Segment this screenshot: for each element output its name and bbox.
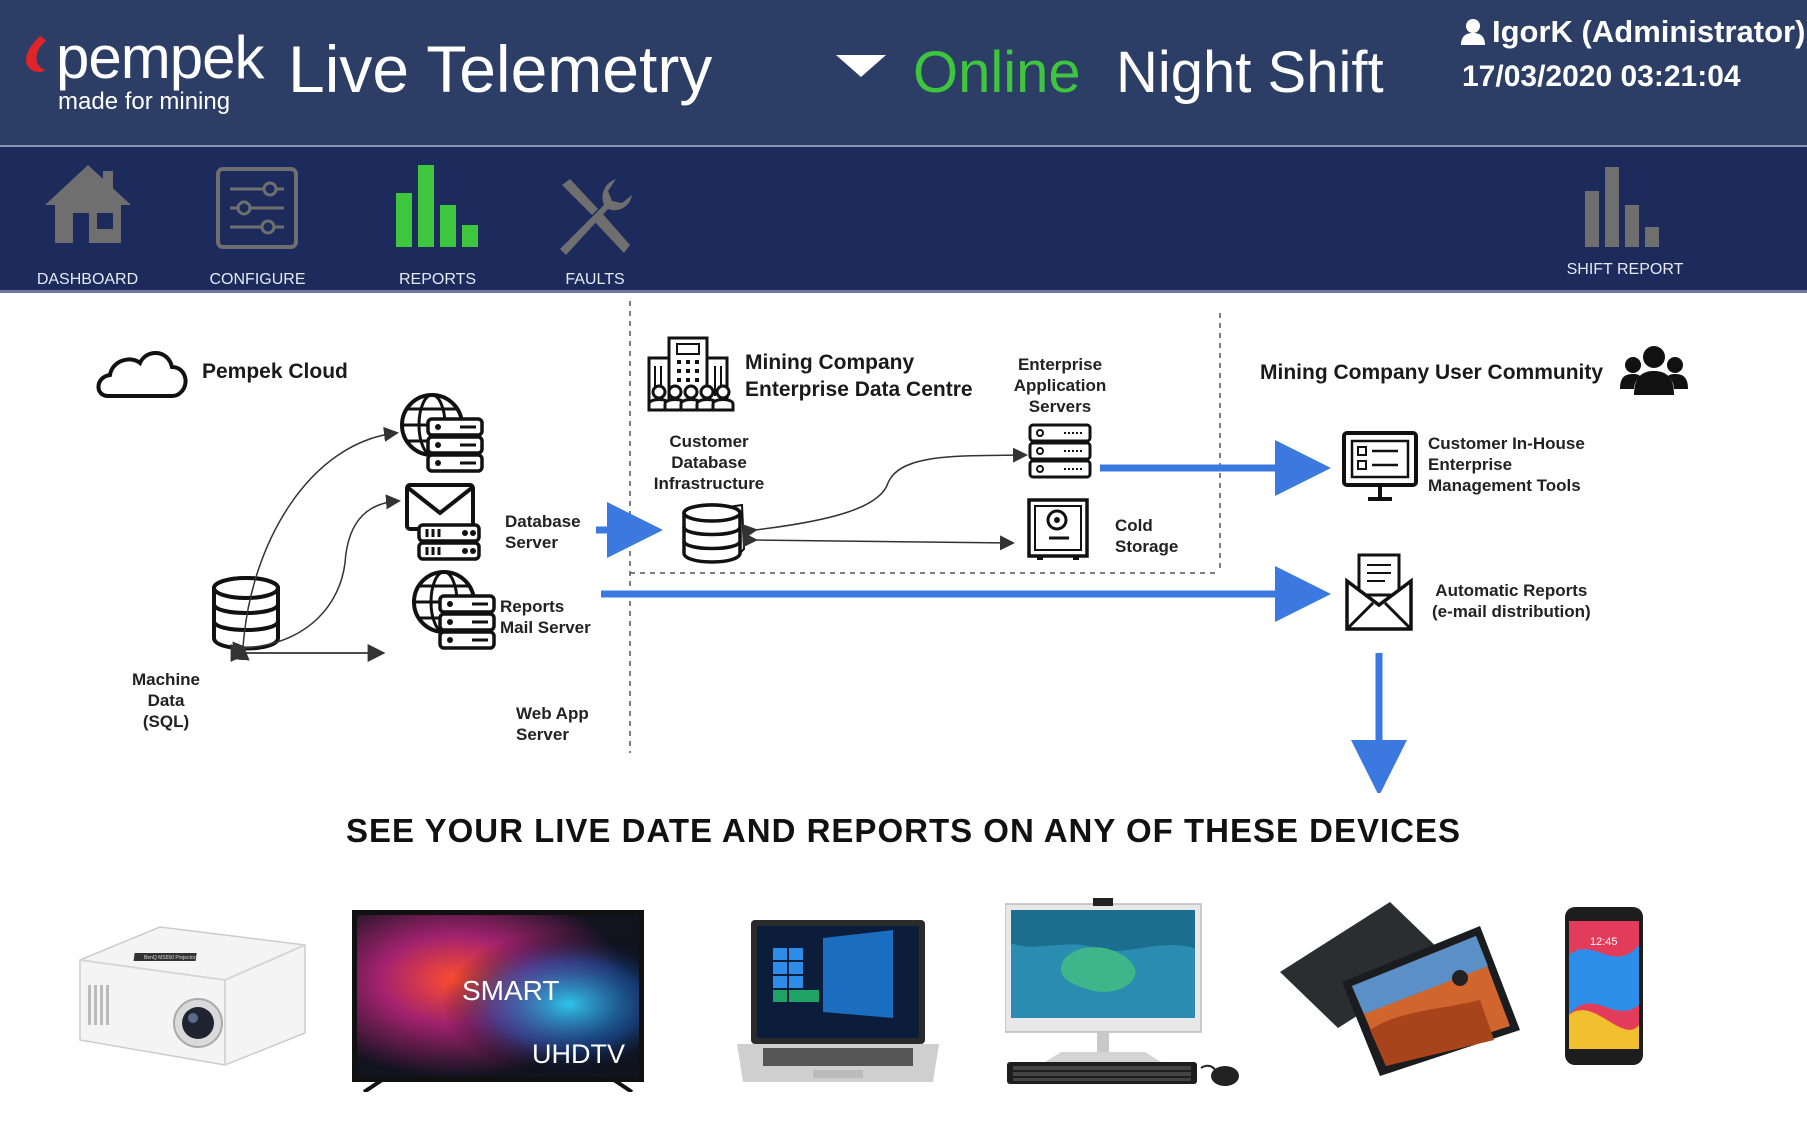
- toolbar-dashboard-button[interactable]: DASHBOARD: [30, 147, 145, 290]
- customer-database-icon: [682, 503, 746, 564]
- building-icon: [647, 336, 735, 412]
- management-tools-label-line: Enterprise: [1428, 455, 1513, 474]
- enterprise-app-servers-label: Enterprise Application Servers: [1000, 354, 1120, 417]
- customer-database-label-line: Database: [671, 453, 747, 472]
- machine-data-db-icon: [212, 576, 280, 651]
- sliders-icon: [216, 167, 298, 249]
- safe-icon: [1027, 498, 1089, 560]
- desktop-computer-image: [1005, 898, 1239, 1086]
- database-server-label-line: Database: [505, 512, 581, 531]
- web-app-server-label-line: Server: [516, 725, 569, 744]
- architecture-diagram: Pempek Cloud Database Server Reports Mai…: [0, 293, 1807, 893]
- database-server-label-line: Server: [505, 533, 558, 552]
- main-toolbar: DASHBOARD CONFIGURE REPORTS FAULTS: [0, 145, 1807, 293]
- enterprise-app-servers-label-line: Application: [1013, 376, 1107, 395]
- toolbar-dashboard-label: DASHBOARD: [36, 271, 139, 288]
- monitor-icon: [1342, 431, 1418, 501]
- user-icon: [1461, 19, 1485, 45]
- toolbar-configure-label: CONFIGURE: [209, 271, 306, 288]
- current-datetime: 17/03/2020 03:21:04: [1462, 60, 1741, 93]
- smart-tv-image: SMART UHDTV: [352, 910, 644, 1092]
- diagram-canvas: [96, 301, 1688, 793]
- house-icon: [45, 165, 131, 243]
- enterprise-app-servers-label-line: Enterprise: [1017, 355, 1103, 374]
- management-tools-label-line: Management Tools: [1428, 476, 1581, 495]
- rack-server-icon: [1028, 423, 1092, 479]
- toolbar-reports-button[interactable]: REPORTS: [380, 147, 495, 290]
- cold-storage-label-line: Storage: [1115, 537, 1179, 556]
- user-name: IgorK (Administrator): [1492, 14, 1806, 49]
- data-centre-title: Mining Company Enterprise Data Centre: [745, 349, 973, 403]
- reports-mail-server-label-line: Reports: [500, 597, 565, 616]
- chevron-down-icon[interactable]: [836, 55, 886, 79]
- shift-report-chart-icon: [1585, 167, 1659, 247]
- projector-label: BenQ MS550 Projector: [144, 955, 196, 961]
- machine-data-label-line: Machine: [131, 670, 201, 689]
- app-title: Live Telemetry: [288, 32, 713, 106]
- web-app-server-label: Web App Server: [516, 703, 589, 745]
- data-centre-title-line: Mining Company: [745, 351, 915, 374]
- phone-time: 12:45: [1590, 936, 1618, 948]
- management-tools-label: Customer In-House Enterprise Management …: [1428, 433, 1585, 496]
- tools-icon: [560, 179, 632, 255]
- customer-database-label: Customer Database Infrastructure: [640, 431, 778, 494]
- toolbar-reports-label: REPORTS: [398, 271, 477, 288]
- user-community-title: Mining Company User Community: [1260, 361, 1604, 384]
- pempek-cloud-label: Pempek Cloud: [202, 360, 348, 383]
- web-app-server-label-line: Web App: [516, 704, 589, 723]
- user-account[interactable]: IgorK (Administrator): [1460, 16, 1805, 47]
- bar-chart-icon: [396, 165, 478, 247]
- web-server-icon: [412, 570, 496, 650]
- globe-server-icon: [400, 393, 484, 473]
- pempek-logo-icon: [26, 36, 46, 72]
- cloud-icon: [96, 351, 188, 398]
- cold-storage-label-line: Cold: [1115, 516, 1153, 535]
- customer-database-label-line: Infrastructure: [653, 474, 765, 493]
- devices-headline: SEE YOUR LIVE DATE AND REPORTS ON ANY OF…: [345, 812, 1462, 849]
- toolbar-faults-button[interactable]: FAULTS: [540, 147, 650, 290]
- customer-database-label-line: Customer: [669, 432, 749, 451]
- projector-image: BenQ MS550 Projector: [79, 926, 306, 1066]
- cold-storage-label: Cold Storage: [1115, 515, 1178, 557]
- logo-text: pempek: [56, 24, 264, 91]
- reports-mail-server-label-line: Mail Server: [500, 618, 591, 637]
- automatic-reports-label-line: (e-mail distribution): [1432, 602, 1591, 621]
- tv-label: UHDTV: [532, 1039, 625, 1069]
- shift-name: Night Shift: [1116, 40, 1384, 105]
- database-server-label: Database Server: [505, 511, 581, 553]
- toolbar-configure-button[interactable]: CONFIGURE: [200, 147, 315, 290]
- machine-data-label-line: (SQL): [142, 712, 190, 731]
- machine-data-label: Machine Data (SQL): [110, 669, 222, 732]
- connection-status: Online: [913, 40, 1081, 105]
- tablet-image: [1280, 902, 1520, 1076]
- toolbar-shift-report-label: SHIFT REPORT: [1566, 261, 1684, 278]
- logo-tagline: made for mining: [58, 88, 231, 115]
- toolbar-faults-label: FAULTS: [565, 271, 625, 288]
- envelope-report-icon: [1345, 553, 1413, 631]
- mail-server-icon: [405, 483, 481, 561]
- automatic-reports-label-line: Automatic Reports: [1435, 581, 1588, 600]
- smartphone-image: 12:45: [1565, 907, 1643, 1065]
- user-group-icon: [1620, 346, 1688, 395]
- data-centre-title-line: Enterprise Data Centre: [745, 378, 973, 401]
- enterprise-app-servers-label-line: Servers: [1028, 397, 1092, 416]
- tv-brand: SMART: [462, 975, 560, 1006]
- management-tools-label-line: Customer In-House: [1428, 434, 1585, 453]
- toolbar-shift-report-button[interactable]: SHIFT REPORT: [1555, 147, 1695, 290]
- laptop-image: [737, 920, 939, 1082]
- machine-data-label-line: Data: [147, 691, 185, 710]
- automatic-reports-label: Automatic Reports (e-mail distribution): [1432, 580, 1591, 622]
- app-header: pempek made for mining Live Telemetry On…: [0, 0, 1807, 145]
- reports-mail-server-label: Reports Mail Server: [500, 596, 591, 638]
